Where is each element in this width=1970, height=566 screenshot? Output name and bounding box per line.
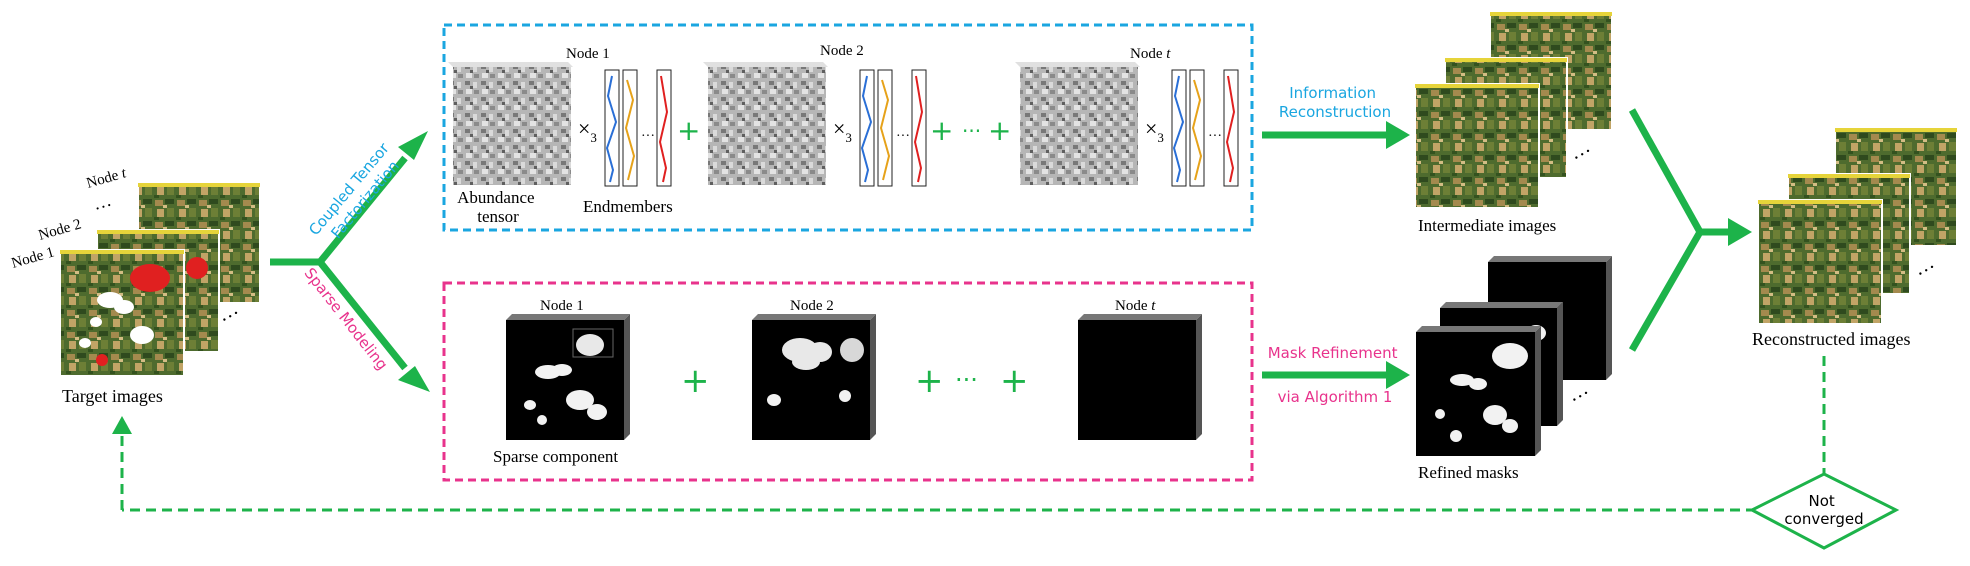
reconstructed-images-stack — [1757, 127, 1958, 325]
sparse-nodet-label: Node t — [1115, 298, 1156, 314]
refined-dots: … — [1564, 377, 1592, 406]
info-reconstruction-label: Information Reconstruction — [1279, 84, 1391, 121]
endmembers-node1: ··· — [604, 69, 672, 187]
fact-plus-2: + — [930, 114, 953, 147]
sparse-node1-label: Node 1 — [540, 298, 584, 314]
sparse-ellipsis: ··· — [955, 366, 978, 394]
sparse-component-nodet — [1078, 314, 1202, 440]
not-converged-diamond — [1748, 472, 1900, 550]
abundance-tensor-nodet — [1015, 62, 1140, 185]
refined-masks-caption: Refined masks — [1418, 463, 1519, 482]
fact-node1-label: Node 1 — [566, 46, 610, 62]
fact-ellipsis: ··· — [962, 119, 981, 143]
fact-nodet-label: Node t — [1130, 46, 1171, 62]
merge-arrow-head — [1728, 218, 1752, 246]
feedback-arrow-head — [112, 416, 132, 434]
abundance-tensor-node2 — [703, 62, 828, 185]
times-mode3-node1: ×3 — [578, 116, 597, 145]
times-mode3-nodet: ×3 — [1145, 116, 1164, 145]
coupled-tensor-label: Coupled Tensor Factorization — [305, 136, 410, 251]
intermediate-images-caption: Intermediate images — [1418, 216, 1556, 235]
split-arrow — [270, 155, 408, 371]
arrow-head-upper — [398, 131, 428, 160]
sparse-component-label: Sparse component — [493, 447, 618, 466]
sparse-component-node1 — [506, 314, 630, 440]
refined-masks-stack — [1416, 256, 1612, 456]
reconstructed-dots: … — [1910, 251, 1938, 280]
factorization-box — [442, 23, 1254, 232]
target-dots-top: … — [91, 190, 114, 214]
sparse-node2-label: Node 2 — [790, 298, 834, 314]
intermediate-images-stack — [1414, 11, 1613, 209]
mask-refinement-arrow-head — [1386, 361, 1410, 389]
sparse-plus-3: + — [1000, 361, 1029, 401]
target-images-stack — [59, 182, 261, 377]
fact-node2-label: Node 2 — [820, 43, 864, 59]
fact-plus-1: + — [677, 114, 700, 147]
svg-text:···: ··· — [896, 129, 910, 144]
intermediate-dots: … — [1566, 135, 1594, 164]
sparse-plus-2: + — [915, 361, 944, 401]
svg-text:···: ··· — [1208, 129, 1222, 144]
merge-arrow — [1628, 108, 1732, 352]
not-converged-label: Not converged — [1784, 492, 1863, 528]
endmembers-nodet: ··· — [1171, 69, 1239, 187]
mask-refinement-label: Mask Refinement via Algorithm 1 — [1268, 344, 1403, 406]
feedback-loop-arrow — [120, 356, 1826, 512]
target-nodet-label: Node t — [85, 165, 129, 192]
endmembers-node2: ··· — [859, 69, 927, 187]
fact-plus-3: + — [988, 114, 1011, 147]
abundance-tensor-node1 — [448, 62, 573, 185]
sparse-modeling-label: Sparse Modeling — [301, 264, 392, 373]
target-images-caption: Target images — [62, 386, 163, 406]
reconstructed-images-caption: Reconstructed images — [1752, 329, 1910, 349]
target-node2-label: Node 2 — [37, 216, 83, 243]
sparse-box — [442, 281, 1254, 482]
endmembers-label: Endmembers — [583, 197, 673, 216]
abundance-tensor-label: Abundance tensor — [457, 188, 539, 226]
target-node1-label: Node 1 — [10, 244, 56, 271]
sparse-plus-1: + — [681, 361, 710, 401]
times-mode3-node2: ×3 — [833, 116, 852, 145]
info-reconstruction-arrow-head — [1386, 121, 1410, 149]
svg-text:···: ··· — [641, 129, 655, 144]
sparse-component-node2 — [752, 314, 876, 440]
arrow-head-lower — [398, 366, 430, 392]
